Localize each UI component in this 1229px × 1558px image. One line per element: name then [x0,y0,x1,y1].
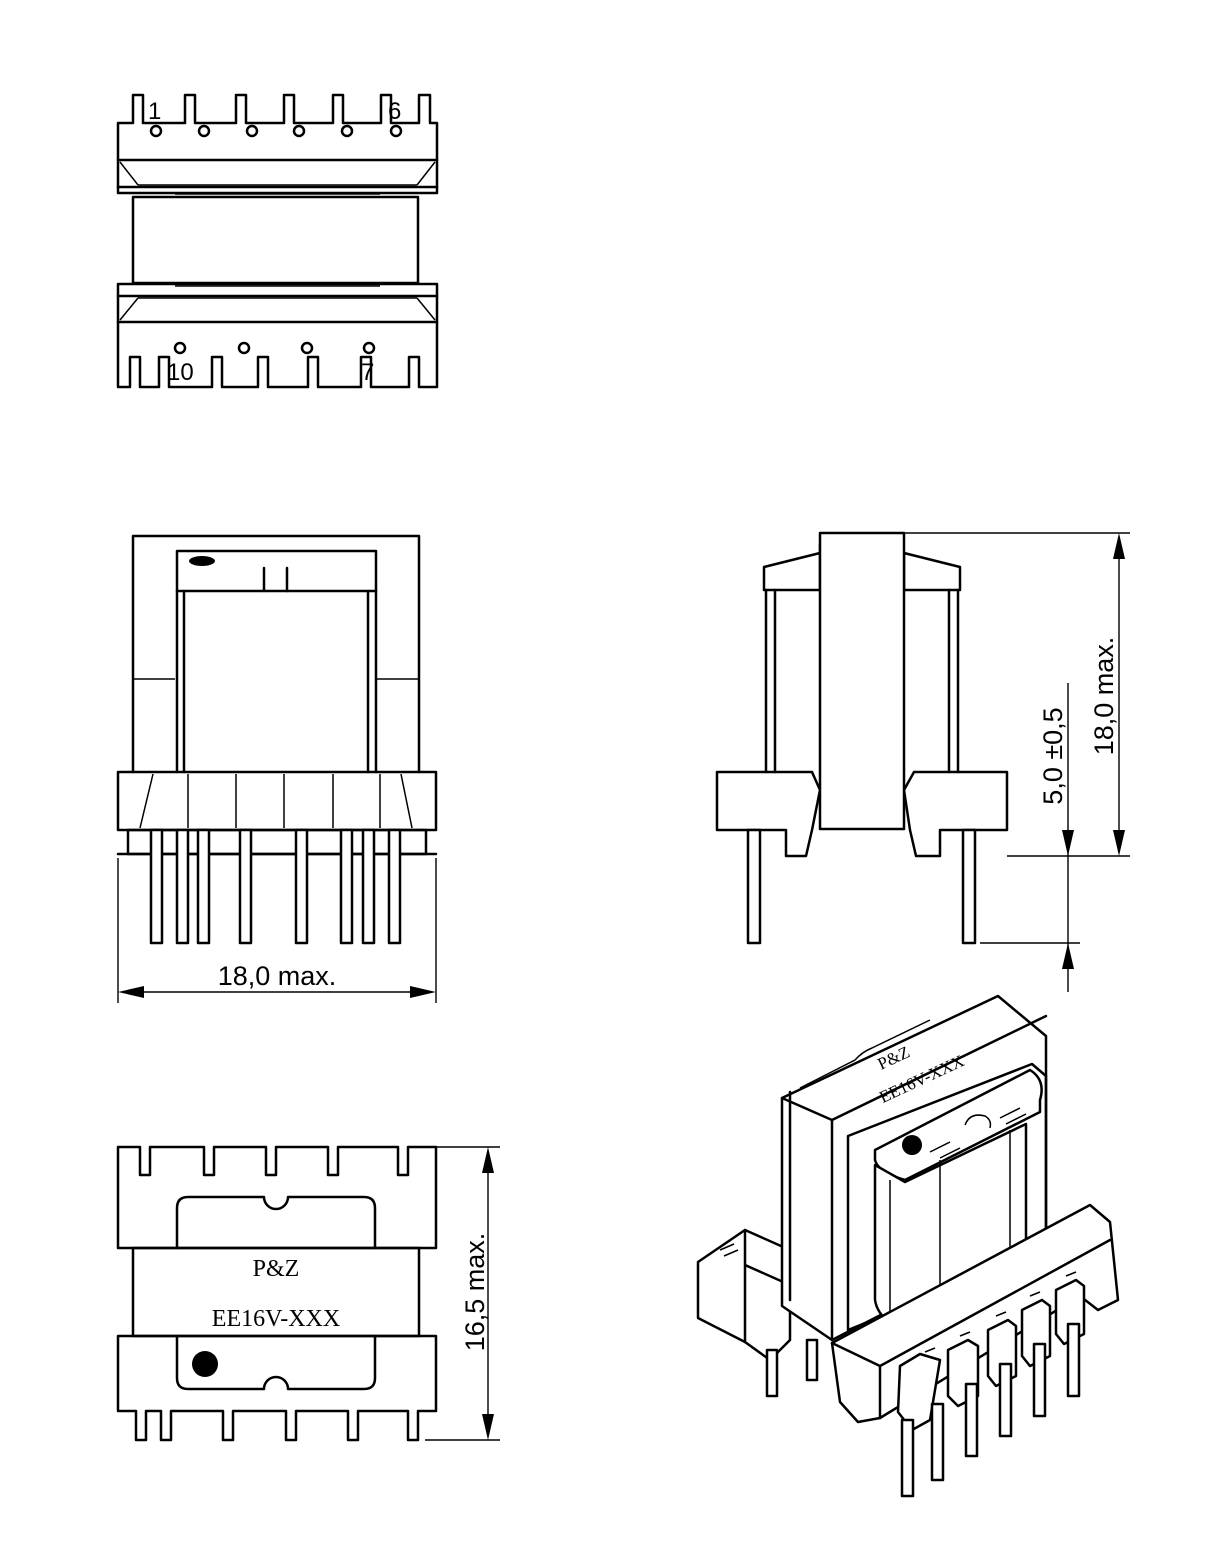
front-view: 18,0 max. [116,534,438,1003]
pin-label-6: 6 [388,98,401,125]
height-dimension-label: 18,0 max. [1089,637,1119,756]
width-dimension-label: 18,0 max. [218,961,337,991]
bottom-part-number-label: EE16V-XXX [212,1306,340,1332]
top-view: 1 6 10 7 [116,93,439,389]
bottom-view: P&Z EE16V-XXX 16,5 max. [116,1145,500,1442]
pin-label-7: 7 [361,359,374,386]
isometric-view: P&Z EE16V-XXX [696,994,1120,1498]
pin-label-1: 1 [148,98,161,125]
pin-label-10: 10 [167,359,194,386]
side-view: 18,0 max. 5,0 ±0,5 [715,531,1130,992]
depth-dimension-label: 16,5 max. [460,1233,490,1352]
standoff-dimension-label: 5,0 ±0,5 [1038,707,1068,804]
bottom-brand-label: P&Z [253,1256,300,1282]
